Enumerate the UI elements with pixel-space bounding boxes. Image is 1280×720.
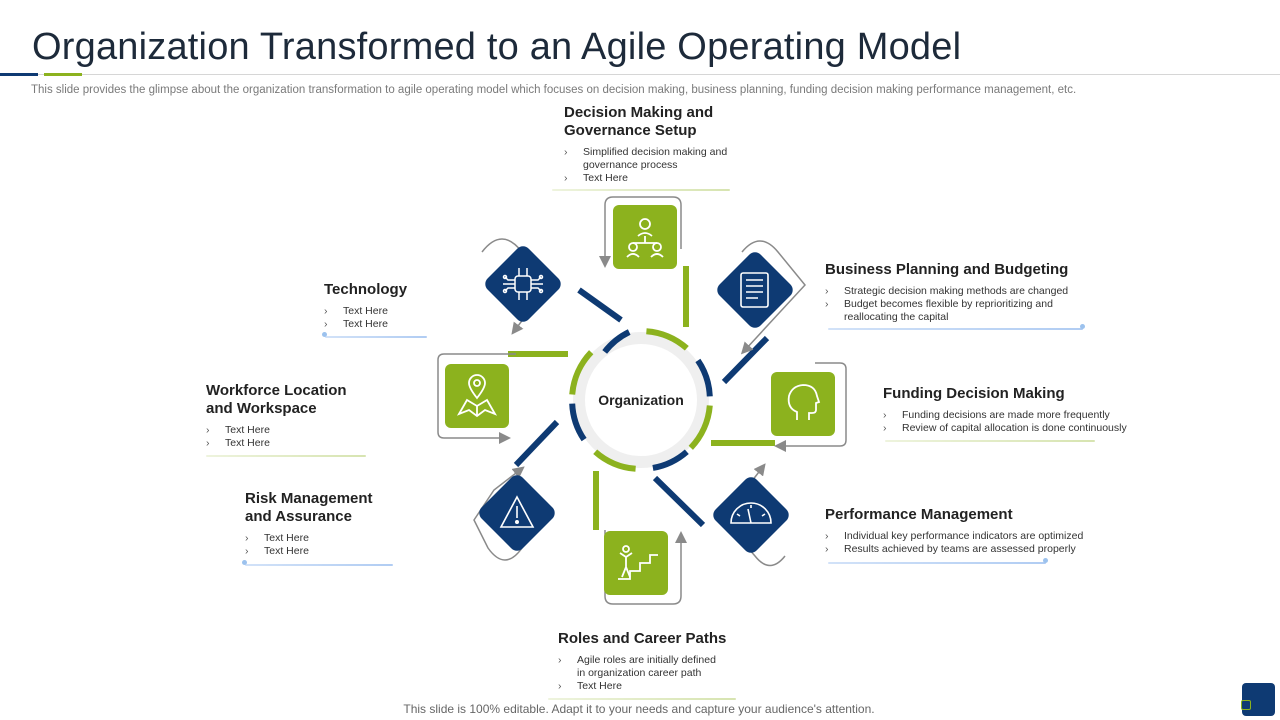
business-underline-dot [1080, 324, 1085, 329]
performance-underline-dot [1043, 558, 1048, 563]
business-bullet-1: Strategic decision making methods are ch… [825, 285, 1115, 298]
tile-left [445, 364, 509, 428]
block-business-planning: Business Planning and Budgeting Strategi… [825, 261, 1115, 324]
document-icon [740, 272, 769, 308]
page-title: Organization Transformed to an Agile Ope… [32, 26, 962, 68]
performance-bullet-2: Results achieved by teams are assessed p… [825, 543, 1115, 556]
tile-right [771, 372, 835, 436]
head-profile-icon [787, 384, 821, 420]
center-label: Organization [598, 392, 684, 408]
block-funding-decision: Funding Decision Making Funding decision… [883, 385, 1173, 435]
performance-underline [828, 562, 1046, 564]
corner-badge [1242, 683, 1275, 716]
diagram-spokes [508, 266, 775, 530]
roles-heading: Roles and Career Paths [558, 630, 727, 647]
performance-heading: Performance Management [825, 506, 1013, 523]
funding-underline [885, 440, 1095, 442]
workforce-bullet-2: Text Here [206, 437, 376, 450]
risk-bullet-1: Text Here [245, 532, 405, 545]
funding-heading: Funding Decision Making [883, 385, 1065, 402]
organization-hierarchy-icon [626, 218, 664, 258]
title-accent-blue [0, 73, 38, 76]
warning-icon [499, 495, 535, 528]
decision-bullet-2: Text Here [564, 172, 744, 185]
business-underline [828, 328, 1083, 330]
tile-bottom [604, 531, 668, 595]
gauge-icon [730, 502, 772, 524]
risk-bullet-2: Text Here [245, 545, 405, 558]
technology-heading: Technology [324, 281, 408, 298]
roles-underline [548, 698, 736, 700]
decision-bullet-1: Simplified decision making andgovernance… [564, 146, 744, 172]
funding-bullet-2: Review of capital allocation is done con… [883, 422, 1173, 435]
risk-underline [245, 564, 393, 566]
workforce-underline [206, 455, 366, 457]
map-location-icon [456, 374, 498, 418]
title-divider [0, 74, 1280, 75]
career-stairs-icon [618, 545, 658, 580]
business-bullet-2: Budget becomes flexible by reprioritizin… [825, 298, 1115, 324]
tile-top-left [485, 246, 561, 322]
tile-top-right [717, 252, 793, 328]
technology-underline [325, 336, 427, 338]
technology-underline-dot [322, 332, 327, 337]
corner-badge-inner [1241, 700, 1251, 710]
block-technology: Technology Text Here Text Here [324, 281, 444, 331]
business-heading: Business Planning and Budgeting [825, 261, 1069, 278]
block-roles-career: Roles and Career Paths Agile roles are i… [558, 630, 748, 693]
workforce-bullet-1: Text Here [206, 424, 376, 437]
center-ring [573, 332, 709, 468]
block-performance-management: Performance Management Individual key pe… [825, 506, 1115, 556]
page-subtitle: This slide provides the glimpse about th… [31, 84, 1077, 96]
tile-bottom-right [713, 477, 789, 553]
tile-top [613, 205, 677, 269]
funding-bullet-1: Funding decisions are made more frequent… [883, 409, 1173, 422]
circuit-brain-icon [502, 268, 544, 300]
roles-bullet-2: Text Here [558, 680, 748, 693]
risk-underline-dot [242, 560, 247, 565]
performance-bullet-1: Individual key performance indicators ar… [825, 530, 1115, 543]
title-accent-green [44, 73, 82, 76]
technology-bullet-2: Text Here [324, 318, 444, 331]
center-arc-segments [569, 328, 713, 472]
decision-underline [552, 189, 730, 191]
footer-note: This slide is 100% editable. Adapt it to… [403, 702, 875, 716]
technology-bullet-1: Text Here [324, 305, 444, 318]
